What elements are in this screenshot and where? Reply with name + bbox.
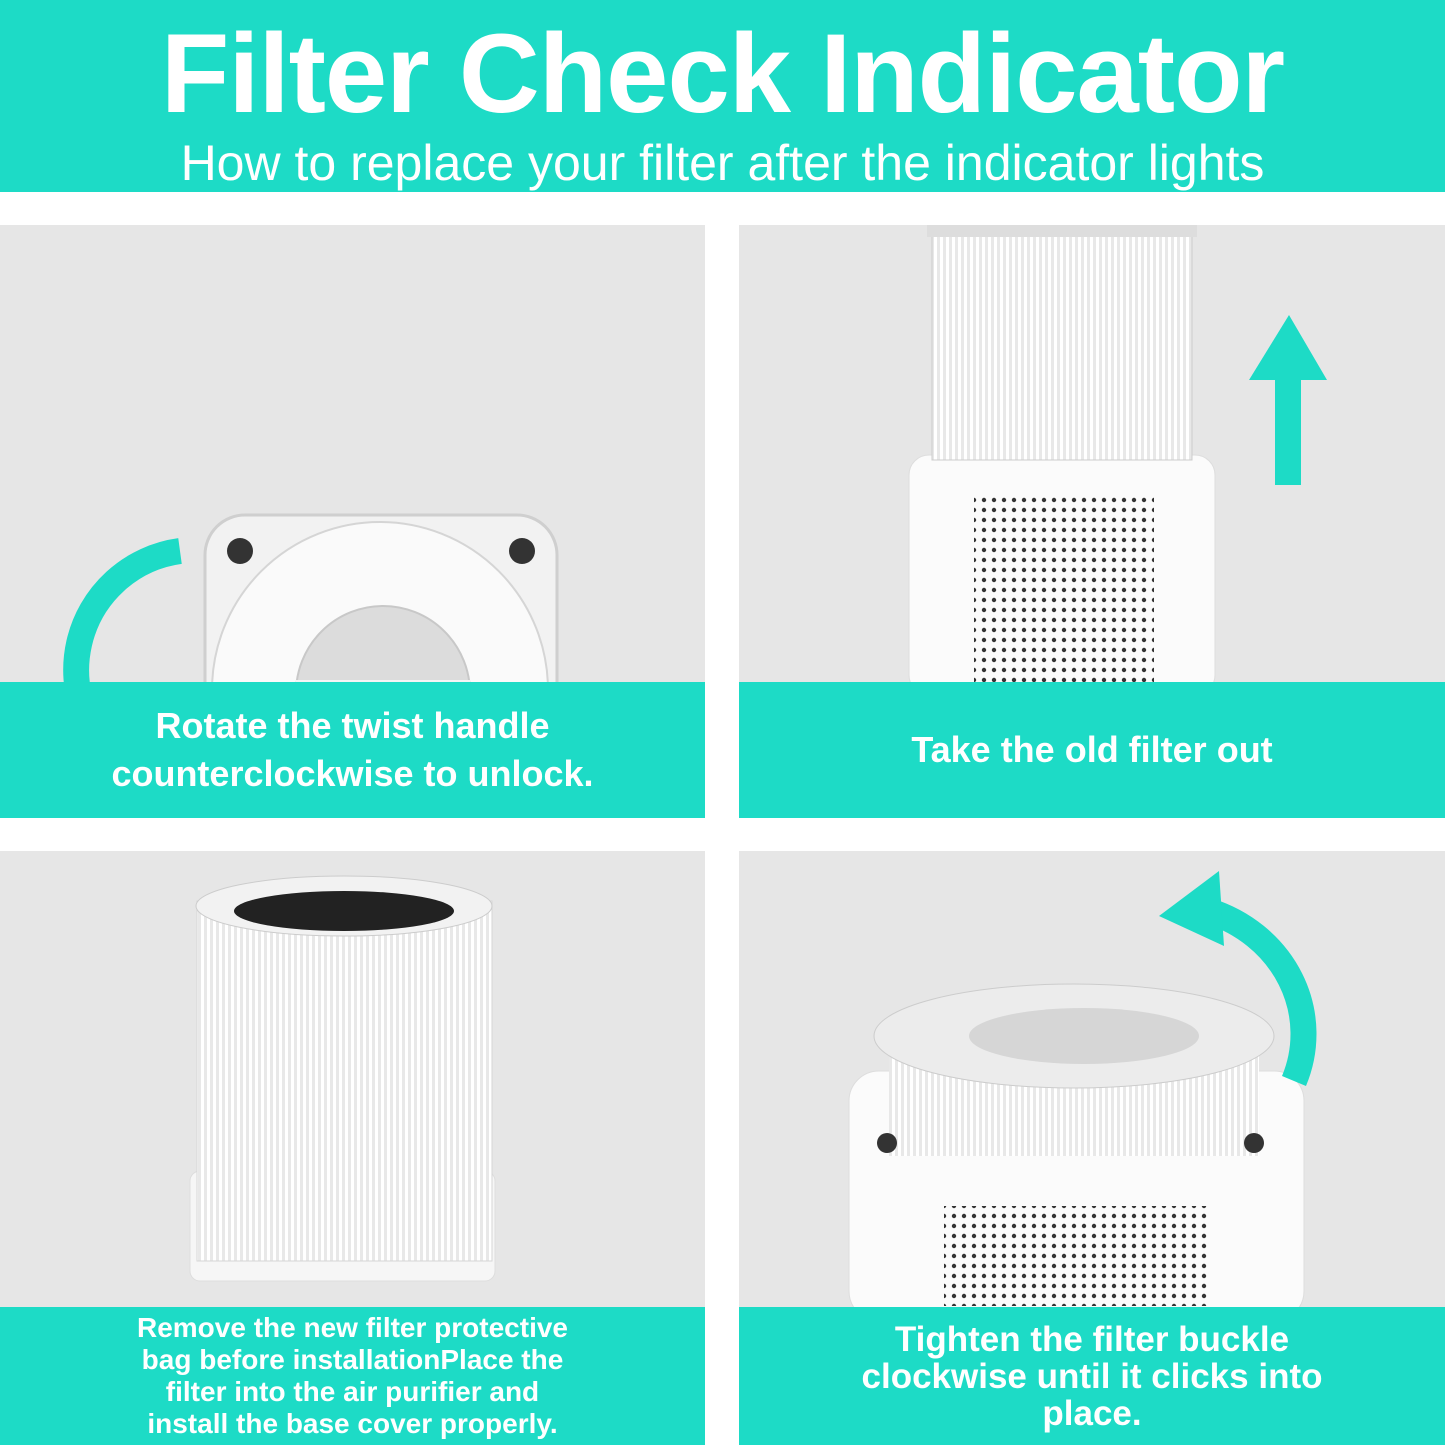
purifier-base-illustration: [63, 513, 559, 682]
step-1-panel: Rotate the twist handle counterclockwise …: [0, 225, 705, 818]
new-filter-illustration: [189, 875, 496, 1282]
caption-line: filter into the air purifier and: [165, 1376, 540, 1407]
caption-line: Tighten the filter buckle: [894, 1319, 1290, 1359]
step-2-panel: Take the old filter out: [739, 225, 1445, 818]
page-subtitle: How to replace your filter after the ind…: [180, 135, 1265, 191]
step-2-caption: Take the old filter out: [739, 682, 1445, 818]
counterclockwise-arrow-icon: [63, 538, 182, 682]
caption-line: bag before installationPlace the: [141, 1344, 564, 1375]
caption-line: clockwise until it clicks into: [861, 1356, 1323, 1396]
filter-install-illustration: [848, 871, 1317, 1307]
header-banner: Filter Check Indicator How to replace yo…: [0, 0, 1445, 192]
clockwise-arrow-icon: [1159, 871, 1317, 1087]
caption-line: counterclockwise to unlock.: [111, 753, 594, 794]
up-arrow-icon: [1249, 315, 1327, 485]
caption-line: Take the old filter out: [911, 729, 1273, 770]
caption-line: Remove the new filter protective: [136, 1312, 568, 1343]
caption-line: install the base cover properly.: [147, 1408, 558, 1439]
step-1-caption: Rotate the twist handle counterclockwise …: [0, 682, 705, 818]
page-title: Filter Check Indicator: [160, 11, 1285, 136]
filter-removal-illustration: [908, 225, 1327, 682]
caption-line: place.: [1042, 1393, 1142, 1433]
caption-line: Rotate the twist handle: [155, 705, 550, 746]
